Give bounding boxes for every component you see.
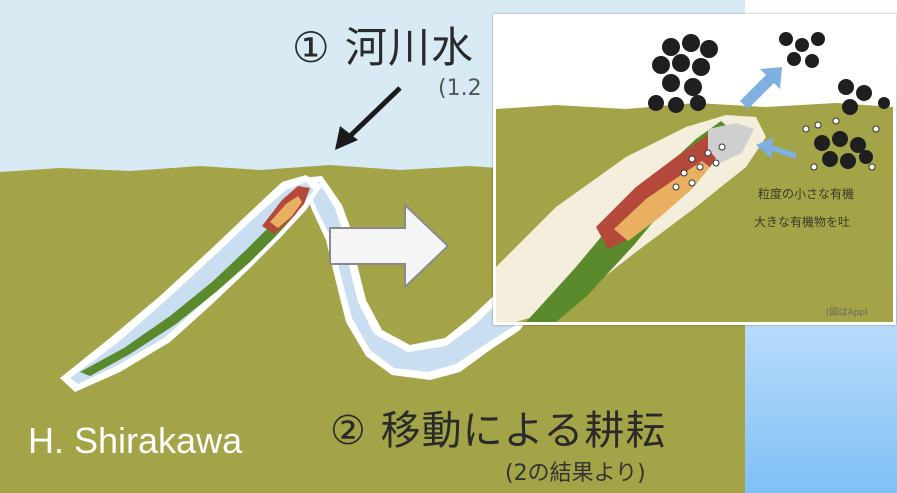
- step2-label: ② 移動による耕耘: [330, 408, 667, 454]
- inset-caption: (図はAppl: [826, 308, 868, 318]
- step2-note: (2の結果より): [505, 461, 646, 486]
- water-channel: [306, 182, 530, 372]
- pointer-arrow-head: [335, 126, 358, 150]
- pointer-arrow-line: [346, 86, 402, 140]
- inset-large-particles: [648, 32, 890, 169]
- inset-mouth: [708, 123, 754, 163]
- inset-closeup: 粒度の小さな有機 大きな有機物を吐 (図はAppl: [493, 14, 896, 325]
- inset-small-particles: [802, 117, 880, 171]
- inset-arrow-in: [756, 137, 796, 159]
- step1-note: (1.2: [438, 76, 482, 101]
- inset-text-line1: 粒度の小さな有機: [758, 187, 855, 201]
- inset-text-line2: 大きな有機物を吐: [754, 215, 851, 229]
- earthworm-gut-orange: [270, 196, 302, 228]
- author-credit: H. Shirakawa: [28, 420, 243, 461]
- burrow-tunnel: [70, 182, 314, 384]
- inset-ingested-particles: [672, 143, 726, 191]
- inset-gut-orange: [614, 161, 710, 241]
- inset-scene: [496, 17, 893, 322]
- inset-arrow-out: [740, 67, 782, 109]
- zoom-arrow: [329, 202, 450, 290]
- step1-label: ① 河川水: [292, 23, 475, 72]
